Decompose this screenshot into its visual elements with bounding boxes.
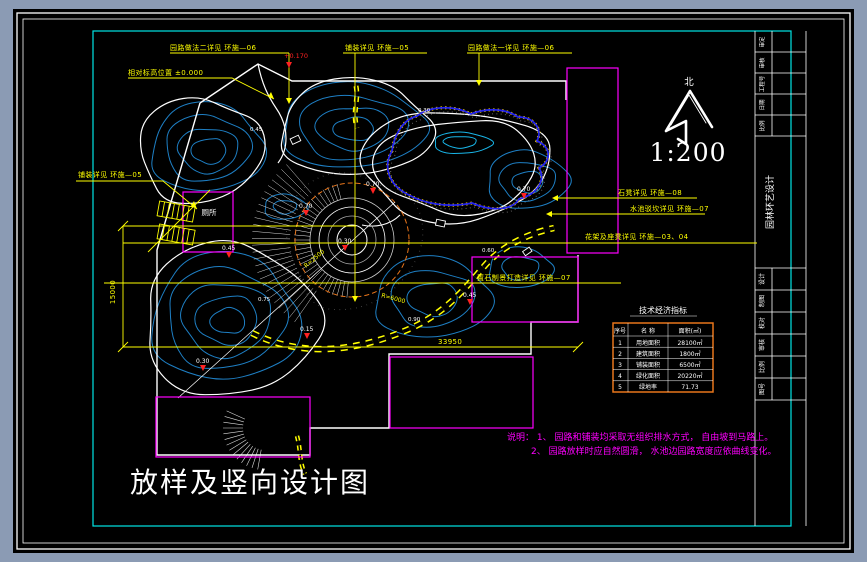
callout-paving-top: 铺装详见 环施—05 [345,43,409,52]
leader-arrowheads [191,80,558,302]
table-cell: 2 [618,351,622,358]
steps-symbol-lower [156,223,196,246]
table-cell: 绿地率 [639,383,657,391]
contour-label: 0.45 [250,127,263,133]
table-cell: 1 [618,340,622,347]
terrace-circles [177,182,410,399]
spot-value: 0.70 [366,181,380,188]
table-header: 面积(㎡) [679,327,702,335]
titleblock-cell: 审核 [758,57,766,69]
contour-label: 0.90 [408,317,421,323]
titleblock-cell: 校对 [758,317,766,329]
table-header: 序号 [614,327,626,335]
table-cell: 3 [618,362,622,369]
radial-step-hatching [223,164,349,470]
table-cell: 6500㎡ [679,361,700,369]
toilet-label: 厕所 [202,207,217,217]
callout-datum: 相对标高位置 ±0.000 [128,68,203,77]
titleblock-cell: 日期 [759,99,766,111]
north-arrow-icon [664,89,714,146]
path-outlines [139,63,551,396]
table-cell: 铺装面积 [636,361,660,369]
callout-stone-bench: 石凳详见 环施—08 [618,188,682,197]
contour-labels: 0.45 0.30 0.60 0.75 0.90 [250,108,495,323]
sheet-border [16,12,851,550]
contour-label: 0.75 [258,297,271,303]
title-block-text: 审定 审核 工程号 日期 比例 园林环艺设计 设计 制图 校对 审核 比例 图号 [758,36,776,395]
stepping-stone-paths [250,85,555,476]
building-rect-4 [389,356,534,429]
titleblock-cell: 比例 [758,120,766,132]
table-header: 名 称 [641,327,655,335]
spot-value: 0.45 [222,245,236,252]
indicator-table [612,315,714,393]
contour-label: 0.60 [482,248,495,254]
spot-value: 0.30 [196,358,210,365]
note-line-2: 2、 园路放样时应自然圆滑， 水池边园路宽度应依曲线变化。 [531,445,776,457]
titleblock-cell: 制图 [758,295,766,307]
callout-revetment: 水池驳坎详见 环施—07 [630,204,709,213]
callout-paving-left: 铺装详见 环施—05 [78,170,142,179]
titleblock-cell: 图号 [759,383,766,395]
terrace-orange-ring [294,182,410,298]
callout-rockery: 置石制景打造详见 环施—07 [477,273,571,282]
sheet [13,9,854,553]
scale-label: 1:200 [649,138,726,167]
titleblock-cell: 审定 [758,36,766,48]
title-block [754,31,807,526]
table-cell: 71.73 [681,384,698,391]
spot-value: 0.45 [463,292,477,299]
callout-pergola: 花架及座凳详见 环施—03、04 [585,232,689,241]
spot-value: 0.15 [300,326,314,333]
titleblock-cell: 设计 [758,273,766,285]
datum-spot-elevation: +0.170 [284,52,308,60]
path-landings [289,134,533,257]
callout-road-type2: 园路做法二详见 环施—06 [170,43,256,52]
pond [386,106,552,214]
callout-road-type1: 园路做法一详见 环施—06 [468,43,554,52]
contour-label: 0.30 [418,108,431,114]
spot-value: 0.30 [338,238,352,245]
building-rect-3 [471,256,579,323]
spot-value: 0.70 [299,203,313,210]
table-cell: 28100㎡ [677,339,702,347]
titleblock-cell: 比例 [758,361,766,373]
leader-lines [76,52,757,353]
titleblock-cell: 审核 [758,339,766,351]
contour-lines [151,81,572,380]
pond-waterline [386,106,550,210]
steps-symbol-upper [156,200,196,223]
titleblock-project: 园林环艺设计 [764,175,776,229]
dim-vertical: 15000 [109,280,117,304]
north-label: 北 [684,77,694,88]
titleblock-cell: 工程号 [758,75,766,92]
table-cell: 1800㎡ [679,350,700,358]
note-line-1: 说明： 1、 园路和铺装均采取无组织排水方式， 自由坡到马路上。 [507,431,773,443]
building-rect-5 [155,396,311,458]
table-cell: 5 [618,384,622,391]
building-rect-1 [566,67,619,254]
drawing-title: 放样及竖向设计图 [130,466,370,499]
drawing-frame [92,30,792,527]
table-cell: 4 [618,373,622,380]
spot-elevations: 0.70 0.70 0.45 0.30 0.70 0.45 0.15 0.30 [196,181,531,371]
spot-value: 0.70 [517,186,531,193]
table-cell: 绿化面积 [636,372,660,380]
table-cell: 用地面积 [636,339,660,347]
table-cell: 建筑面积 [636,350,660,358]
setout-diagonal [177,201,396,399]
datum-spot-triangle [286,62,292,68]
table-title: 技术经济指标 [639,305,687,315]
dim-horizontal: 33950 [438,338,462,346]
table-content: 序号 名 称 面积(㎡) 1 用地面积 28100㎡ 2 建筑面积 1800㎡ … [614,327,703,391]
table-cell: 20220㎡ [677,372,702,380]
